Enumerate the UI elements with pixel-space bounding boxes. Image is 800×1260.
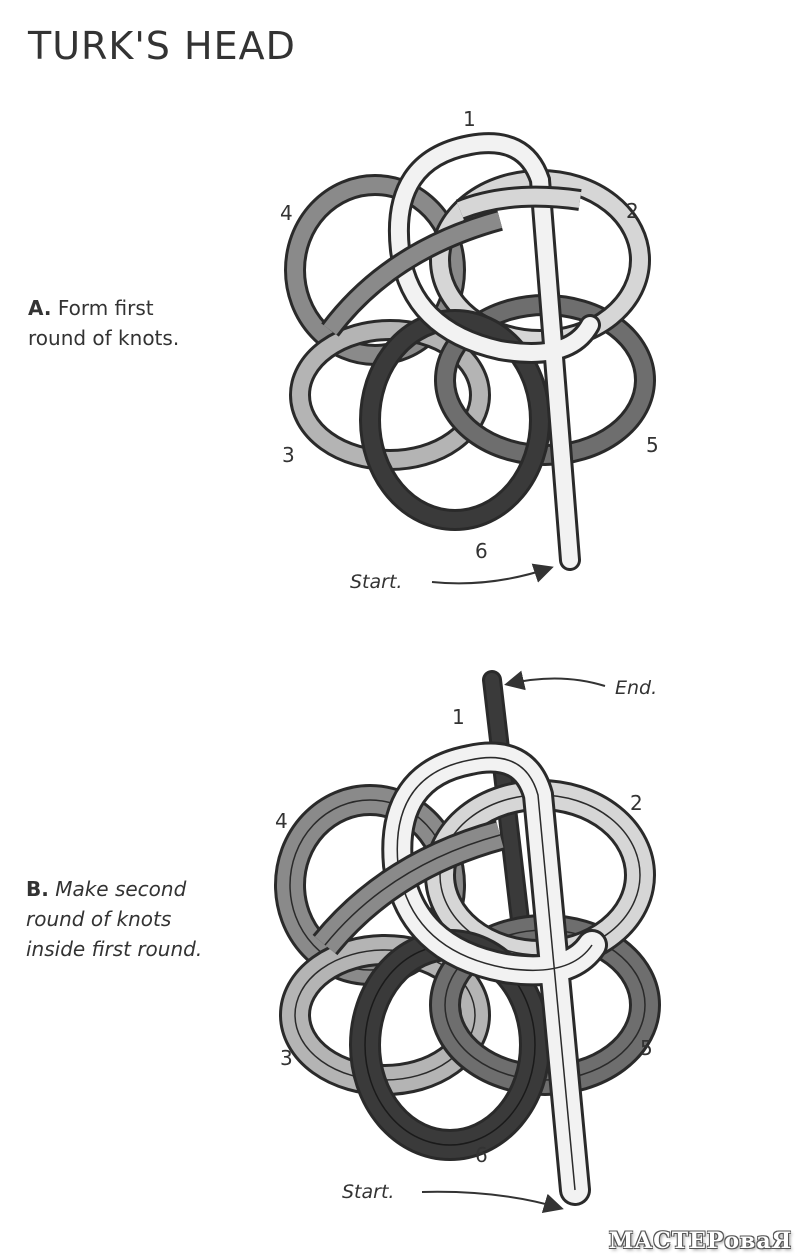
loop-label-1: 1 bbox=[463, 107, 476, 131]
start-arrow-a bbox=[431, 563, 554, 585]
page-title: TURK'S HEAD bbox=[28, 24, 296, 68]
step-a-text-line2: round of knots. bbox=[28, 326, 180, 350]
loop-label-4: 4 bbox=[280, 201, 293, 225]
loop-1 bbox=[387, 132, 601, 571]
loop-6 bbox=[359, 309, 551, 531]
step-b-text-line3: inside first round. bbox=[26, 937, 203, 961]
loop-label-3: 3 bbox=[280, 1046, 293, 1070]
loop-3 bbox=[289, 319, 491, 471]
loop-label-1: 1 bbox=[452, 705, 465, 729]
loop-label-5: 5 bbox=[640, 1036, 653, 1060]
step-b-key: B. bbox=[26, 877, 49, 901]
knot-diagram-a: 1 2 3 4 5 6 Start. bbox=[280, 107, 659, 593]
loop-label-3: 3 bbox=[282, 443, 295, 467]
end-label: End. bbox=[615, 677, 657, 699]
loop-label-2: 2 bbox=[626, 199, 639, 223]
step-a-key: A. bbox=[28, 296, 52, 320]
loop-label-5: 5 bbox=[646, 433, 659, 457]
start-label-b: Start. bbox=[342, 1181, 394, 1203]
step-a-text-line1: Form first bbox=[57, 296, 154, 320]
step-b-caption: B. Make second round of knots inside fir… bbox=[26, 874, 286, 964]
loop-label-4: 4 bbox=[275, 809, 288, 833]
loop-label-6: 6 bbox=[475, 1143, 488, 1167]
loop-4 bbox=[284, 174, 466, 366]
loop-label-2: 2 bbox=[630, 791, 643, 815]
step-b-text-line1: Make second bbox=[55, 877, 187, 901]
loop-label-6: 6 bbox=[475, 539, 488, 563]
start-arrow-b bbox=[421, 1190, 564, 1213]
knot-diagram-b: 1 2 3 4 5 6 End. Start. bbox=[274, 670, 661, 1213]
end-arrow bbox=[504, 670, 606, 691]
step-b-text-line2: round of knots bbox=[26, 907, 172, 931]
step-a-caption: A. Form first round of knots. bbox=[28, 293, 268, 353]
start-label-a: Start. bbox=[350, 571, 402, 593]
watermark-logo: МАСТЕРоваЯ bbox=[608, 1228, 792, 1254]
